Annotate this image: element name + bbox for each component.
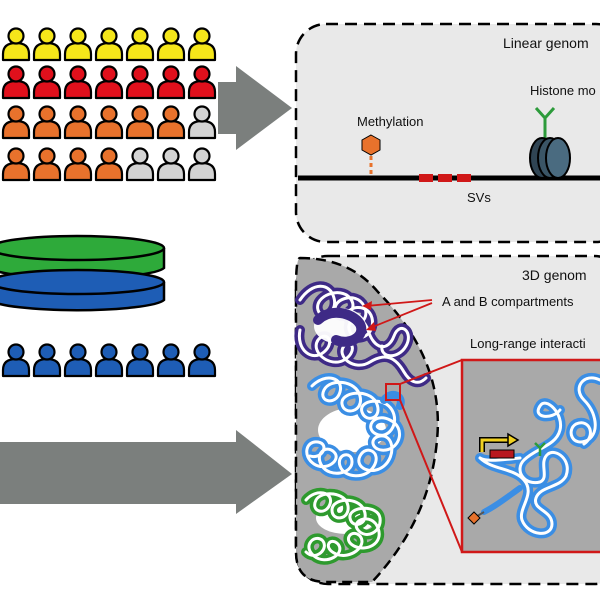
person-icon — [125, 65, 155, 100]
person-icon — [1, 343, 31, 378]
methylation-label: Methylation — [357, 114, 423, 129]
person-icon — [1, 65, 31, 100]
population-grid — [1, 27, 217, 182]
zoom-source-box — [385, 383, 401, 401]
person-icon — [32, 147, 62, 182]
person-icon — [156, 343, 186, 378]
blue-chromatin — [301, 373, 405, 481]
person-icon — [63, 27, 93, 62]
blue-population-row — [1, 343, 217, 378]
person-icon — [94, 27, 124, 62]
3d-genome-panel: 3D genom A and B compartments — [294, 254, 600, 586]
transcription-arrow-icon — [507, 432, 520, 448]
person-icon — [63, 343, 93, 378]
person-icon — [32, 65, 62, 100]
inset-chromatin — [467, 373, 600, 539]
person-icon — [156, 65, 186, 100]
person-icon — [94, 147, 124, 182]
person-icon — [156, 147, 186, 182]
histone-mark-icon — [534, 442, 546, 456]
person-icon — [1, 147, 31, 182]
sv-blocks — [419, 174, 471, 182]
arrow-to-3d-genome — [0, 430, 292, 514]
person-icon — [187, 105, 217, 140]
person-icon — [1, 105, 31, 140]
person-icon — [187, 147, 217, 182]
person-icon — [63, 65, 93, 100]
person-icon — [32, 27, 62, 62]
zoom-line-bottom — [399, 399, 463, 553]
compartments-label: A and B compartments — [442, 294, 574, 309]
3d-panel-title: 3D genom — [522, 267, 587, 283]
person-icon — [125, 147, 155, 182]
svs-label: SVs — [467, 190, 491, 205]
arrow-to-linear-genome — [218, 66, 292, 150]
linear-panel-title: Linear genom — [503, 35, 589, 51]
histone-label: Histone mo — [530, 83, 596, 98]
person-icon — [94, 105, 124, 140]
person-icon — [187, 27, 217, 62]
purple-chromatin — [294, 281, 431, 388]
histone-nucleosome-icon — [529, 106, 571, 179]
person-icon — [94, 343, 124, 378]
person-icon — [32, 343, 62, 378]
person-icon — [94, 65, 124, 100]
methylation-icon — [361, 134, 381, 176]
person-icon — [125, 27, 155, 62]
person-icon — [187, 343, 217, 378]
person-icon — [1, 27, 31, 62]
blue-disc — [0, 268, 166, 312]
linear-genome-panel: Linear genom SVs Methylation Histone mo — [294, 22, 600, 244]
person-icon — [63, 105, 93, 140]
green-chromatin — [301, 487, 386, 565]
person-icon — [125, 343, 155, 378]
person-icon — [63, 147, 93, 182]
person-icon — [32, 105, 62, 140]
person-icon — [125, 105, 155, 140]
person-icon — [187, 65, 217, 100]
zoom-line-top — [399, 359, 463, 385]
person-icon — [156, 105, 186, 140]
compartment-pointers — [362, 299, 433, 331]
person-icon — [156, 27, 186, 62]
gene-block — [489, 449, 515, 459]
long-range-label: Long-range interacti — [470, 336, 586, 351]
